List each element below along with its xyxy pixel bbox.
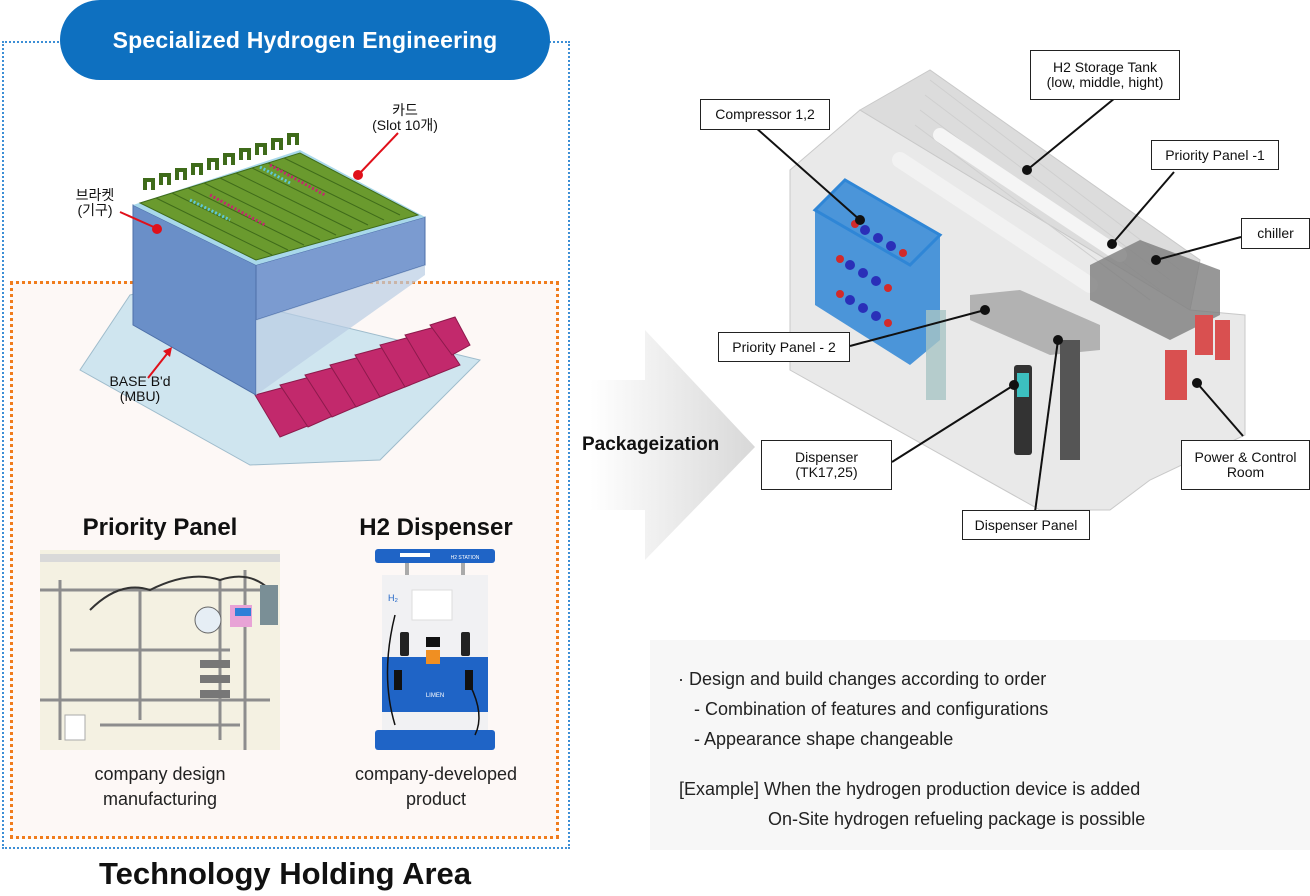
label-dispenser-panel: Dispenser Panel: [962, 510, 1090, 540]
label-storage-tank-line2: (low, middle, hight): [1046, 74, 1164, 90]
priority-panel-2-block: [970, 290, 1100, 355]
connector-blocks: [254, 316, 471, 438]
card-marker: [353, 170, 363, 180]
annotation-lines: [119, 132, 399, 379]
desc-sub2: - Appearance shape changeable: [694, 729, 954, 749]
title-pill: Specialized Hydrogen Engineering: [60, 0, 550, 80]
section-title: Technology Holding Area: [98, 856, 471, 891]
priority-panel-caption: company design manufacturing: [40, 762, 280, 812]
chiller-block: [1090, 240, 1220, 340]
packageization-label: Packageization: [582, 434, 720, 455]
priority-panel-photo: [40, 550, 280, 750]
container-diagram: [754, 69, 1246, 513]
dispenser-h2-mark: H₂: [388, 593, 398, 603]
card-annotation-line2: (Slot 10개): [372, 117, 438, 133]
label-dispenser-line1: Dispenser: [794, 449, 859, 465]
compressor-frame: [812, 178, 943, 365]
desc-example-line1: [Example] When the hydrogen production d…: [679, 779, 1141, 799]
card-annotation-line1: 카드: [392, 102, 418, 118]
h2-dispenser-caption-line1: company-developed: [354, 764, 518, 784]
dispenser-top-label: H2 STATION: [451, 555, 480, 561]
h2-dispenser-caption-line2: product: [405, 789, 467, 809]
bracket-annotation-line1: 브라켓: [75, 187, 115, 203]
dispenser-panel-block: [1060, 340, 1080, 460]
h2-dispenser-photo: H2 STATION H₂ LIMEN: [375, 549, 495, 750]
label-storage-tank-line1: H2 Storage Tank: [1052, 59, 1158, 75]
label-power-line1: Power & Control: [1194, 449, 1297, 465]
storage-tanks: [892, 128, 1127, 293]
description-panel: · Design and build changes according to …: [650, 640, 1310, 850]
bracket-annotation: 브라켓 (기구): [65, 188, 125, 218]
leader-lines: [754, 97, 1244, 513]
priority-panel-caption-line1: company design: [94, 764, 226, 784]
label-dispenser: Dispenser (TK17,25): [761, 440, 892, 490]
label-power-line2: Room: [1226, 464, 1265, 480]
label-priority-panel-1: Priority Panel -1: [1151, 140, 1279, 170]
h2-dispenser-title: H2 Dispenser: [359, 514, 513, 541]
packageization-arrow: [590, 330, 755, 560]
priority-panel-caption-line2: manufacturing: [102, 789, 218, 809]
label-storage-tank: H2 Storage Tank (low, middle, hight): [1030, 50, 1180, 100]
label-priority-panel-2: Priority Panel - 2: [718, 332, 850, 362]
bracket-annotation-line2: (기구): [77, 202, 113, 218]
base-annotation-line1: BASE B'd: [109, 373, 171, 389]
h2-dispenser-caption: company-developed product: [326, 762, 546, 812]
board-illustration: [79, 132, 481, 466]
power-cabinets: [1165, 315, 1230, 400]
label-power-control-room: Power & Control Room: [1181, 440, 1310, 490]
desc-sub1: - Combination of features and configurat…: [694, 699, 1049, 719]
base-annotation: BASE B'd (MBU): [100, 374, 180, 404]
base-annotation-line2: (MBU): [119, 388, 161, 404]
base-marker: [163, 347, 172, 357]
leader-dots: [855, 165, 1202, 390]
label-dispenser-line2: (TK17,25): [795, 464, 858, 480]
card-annotation: 카드 (Slot 10개): [360, 103, 450, 133]
bracket-marker: [152, 224, 162, 234]
card-handles: [143, 133, 299, 190]
desc-example-line2: On-Site hydrogen refueling package is po…: [768, 809, 1146, 829]
label-chiller: chiller: [1241, 218, 1310, 249]
priority-panel-title: Priority Panel: [82, 514, 238, 541]
desc-bullet: · Design and build changes according to …: [678, 669, 1047, 689]
label-compressor: Compressor 1,2: [700, 99, 830, 130]
dispenser-brand: LIMEN: [426, 693, 444, 699]
